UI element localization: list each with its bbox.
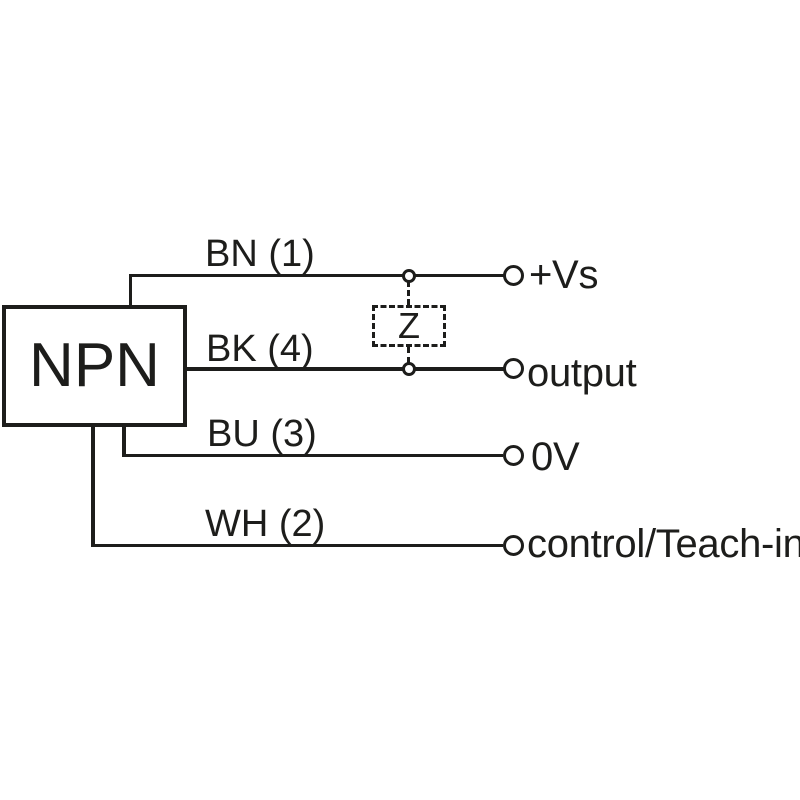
wire-label-wh: WH (2) [205,503,326,545]
load-label: Z [398,305,420,346]
sensor-output-type-label: NPN [29,331,160,400]
wire-bu-riser [122,424,126,457]
wire-wh-riser [91,424,95,547]
wire-bn [128,273,504,277]
load-connector-top [406,281,410,305]
wire-label-bn: BN (1) [205,233,315,275]
sensor-body-box: NPN [2,305,187,427]
load-connector-bottom [406,347,410,363]
junction-dot-bk [402,362,416,376]
terminal-circle-output [503,358,524,379]
wire-label-bu: BU (3) [207,413,317,455]
load-impedance-box: Z [372,305,446,347]
wire-bu [122,453,503,457]
terminal-circle-vs [503,264,524,286]
terminal-circle-control [503,534,524,556]
wire-wh [91,543,503,547]
terminal-label-vs: +Vs [529,253,599,297]
wire-bn-riser [128,273,132,308]
terminal-label-control: control/Teach-in [527,522,800,566]
terminal-circle-0v [503,444,524,466]
terminal-label-0v: 0V [531,435,580,479]
wire-bk [184,367,504,371]
wire-label-bk: BK (4) [206,328,314,370]
terminal-label-output: output [527,351,637,395]
